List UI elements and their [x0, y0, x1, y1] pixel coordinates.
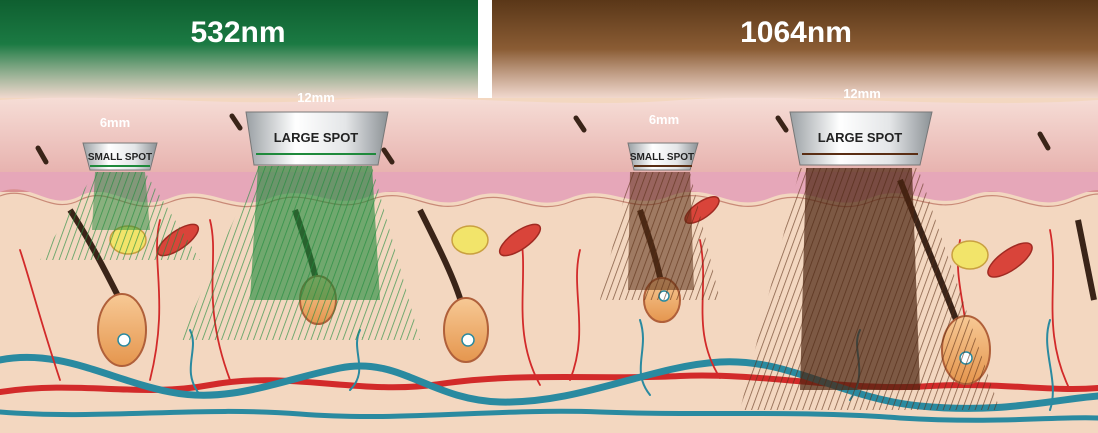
spot-1-size: 6mm — [100, 115, 130, 130]
handpiece-3: SMALL SPOT 6mm — [627, 112, 699, 171]
handpiece-4: LARGE SPOT 12mm — [789, 86, 933, 166]
spot-3-label: SMALL SPOT — [630, 152, 694, 163]
spot-4-size: 12mm — [843, 86, 881, 101]
header-532-label: 532nm — [190, 16, 285, 49]
follicle-3 — [417, 208, 489, 363]
spot-3-size: 6mm — [649, 112, 679, 127]
follicle-6 — [1075, 219, 1097, 301]
beam-1064-large — [740, 168, 1000, 410]
handpiece-1: SMALL SPOT 6mm — [82, 115, 158, 171]
spot-1-label: SMALL SPOT — [88, 152, 152, 163]
spot-2-label: LARGE SPOT — [274, 130, 359, 145]
surface-hairs — [35, 113, 1051, 165]
spot-4-label: LARGE SPOT — [818, 130, 903, 145]
beam-532-large — [180, 166, 420, 340]
beam-532-small — [40, 172, 200, 260]
beam-1064-small — [600, 172, 720, 300]
basal-layer — [0, 172, 1098, 203]
header-1064-label: 1064nm — [740, 16, 852, 49]
header-532-band — [0, 0, 478, 98]
spot-2-size: 12mm — [297, 90, 335, 105]
handpiece-2: LARGE SPOT 12mm — [245, 90, 389, 166]
header-1064-band — [492, 0, 1098, 98]
